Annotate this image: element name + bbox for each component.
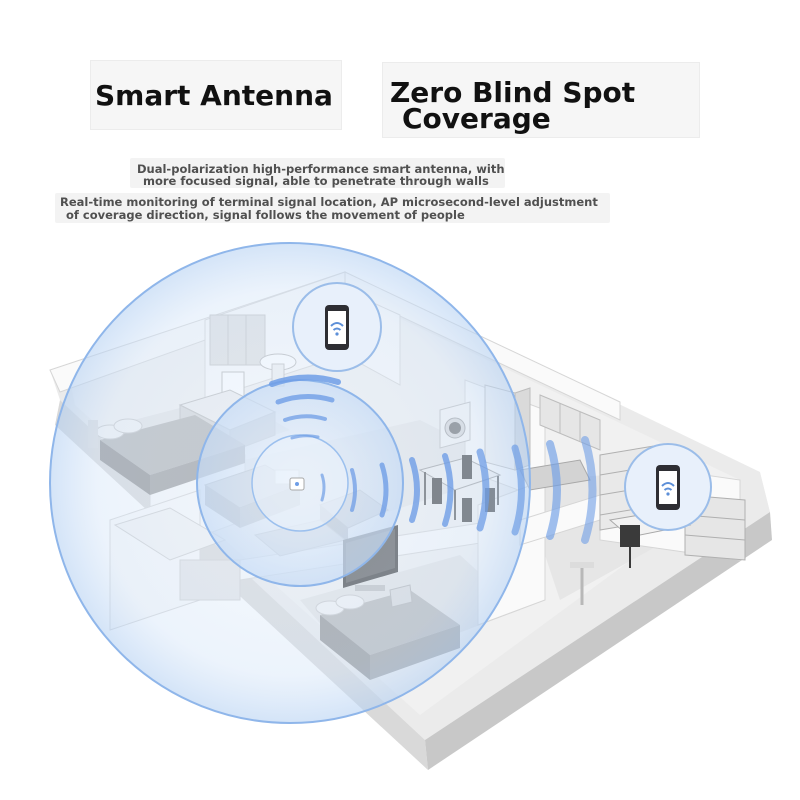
smart-antenna-panel	[90, 60, 342, 130]
smart-antenna-heading: Smart Antenna	[95, 79, 333, 112]
smartphone-wifi-icon	[325, 305, 349, 350]
signal-beams	[269, 374, 597, 544]
coverage-heading-line2: Coverage	[402, 102, 551, 135]
antenna-caption-line1: Dual-polarization high-performance smart…	[137, 162, 505, 176]
phone-bubble-top	[292, 282, 382, 372]
antenna-caption-line2: more focused signal, able to penetrate t…	[143, 174, 489, 188]
smartphone-wifi-icon	[656, 465, 680, 510]
antenna-caption-background	[130, 158, 505, 188]
coverage-heading-line1: Zero Blind Spot	[390, 76, 636, 109]
access-point-icon	[289, 477, 305, 491]
phone-bubble-right	[624, 443, 712, 531]
coverage-caption-background	[55, 193, 610, 223]
coverage-panel	[382, 62, 700, 138]
coverage-caption-line1: Real-time monitoring of terminal signal …	[60, 195, 598, 209]
coverage-caption-line2: of coverage direction, signal follows th…	[66, 208, 465, 222]
